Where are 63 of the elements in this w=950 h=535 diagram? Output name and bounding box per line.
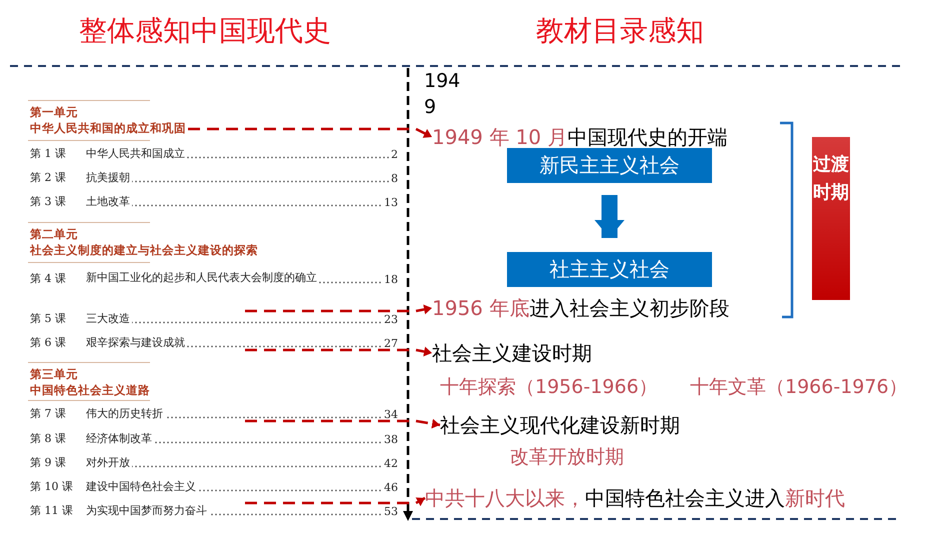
lesson-title: 抗美援朝 bbox=[86, 170, 389, 185]
stage-box: 新民主主义社会 bbox=[507, 148, 712, 183]
event-text: 中国特色社会主义进入 bbox=[585, 486, 785, 510]
page-number: 34 bbox=[384, 408, 398, 421]
page-number: 27 bbox=[384, 337, 398, 350]
lesson-number: 第 8 课 bbox=[30, 431, 67, 446]
lesson-title: 艰辛探索与建设成就 bbox=[86, 335, 382, 350]
page-number: 2 bbox=[391, 148, 398, 161]
page-number: 8 bbox=[391, 172, 398, 185]
period-text: 改革开放时期 bbox=[510, 445, 624, 470]
year-label: 1949 bbox=[424, 69, 462, 120]
date-text: 新时代 bbox=[785, 486, 845, 510]
lesson-number: 第 10 课 bbox=[30, 479, 74, 494]
arrow bbox=[245, 304, 432, 314]
event-text: 中国现代史的开端 bbox=[567, 125, 728, 149]
lesson-title: 建设中国特色社会主义 bbox=[86, 479, 382, 494]
arrow bbox=[245, 496, 426, 506]
lesson-number: 第 5 课 bbox=[30, 311, 67, 326]
unit-number: 第二单元 bbox=[30, 226, 78, 242]
lesson-number: 第 4 课 bbox=[30, 271, 67, 286]
lesson-title: 伟大的历史转折 bbox=[86, 406, 382, 421]
block-arrow bbox=[594, 195, 624, 238]
lesson-number: 第 3 课 bbox=[30, 194, 67, 209]
lesson-number: 第 1 课 bbox=[30, 146, 67, 161]
event-text: 进入社会主义初步阶段 bbox=[529, 296, 730, 320]
heading: 整体感知中国现代史 bbox=[78, 13, 332, 49]
arrow bbox=[245, 346, 432, 356]
lesson-number: 第 11 课 bbox=[30, 503, 74, 518]
lesson-title: 经济体制改革 bbox=[86, 431, 382, 446]
lesson-number: 第 2 课 bbox=[30, 170, 67, 185]
period-text: 十年文革（1966-1976） bbox=[690, 375, 908, 400]
lesson-title: 土地改革 bbox=[86, 194, 382, 209]
period-text: 十年探索（1956-1966） bbox=[440, 375, 658, 400]
page-number: 38 bbox=[384, 433, 398, 446]
unit-title: 中国特色社会主义道路 bbox=[30, 382, 150, 398]
page-number: 42 bbox=[384, 457, 398, 470]
lesson-number: 第 9 课 bbox=[30, 455, 67, 470]
arrow bbox=[188, 128, 433, 138]
heading: 教材目录感知 bbox=[535, 13, 705, 49]
period-text: 社会主义现代化建设新时期 bbox=[440, 410, 760, 440]
page-number: 18 bbox=[384, 273, 398, 286]
unit-title: 社会主义制度的建立与社会主义建设的探索 bbox=[30, 242, 258, 258]
lesson-number: 第 7 课 bbox=[30, 406, 67, 421]
stage-box: 社主主义社会 bbox=[507, 252, 712, 287]
lesson-title: 三大改造 bbox=[86, 311, 382, 326]
lesson-title: 新中国工业化的起步和人民代表大会制度的确立 bbox=[86, 270, 382, 286]
period-banner: 过渡时期 bbox=[812, 137, 850, 300]
date-text: 1956 年底 bbox=[432, 296, 530, 320]
unit-number: 第三单元 bbox=[30, 366, 78, 382]
lesson-title: 对外开放 bbox=[86, 455, 382, 470]
lesson-title: 中华人民共和国成立 bbox=[86, 146, 389, 161]
page-number: 13 bbox=[384, 196, 398, 209]
lesson-title: 为实现中国梦而努力奋斗 bbox=[86, 503, 382, 518]
unit-number: 第一单元 bbox=[30, 104, 78, 120]
period-text: 社会主义建设时期 bbox=[432, 338, 732, 368]
page-number: 53 bbox=[384, 505, 398, 518]
date-text: 中共十八大以来， bbox=[425, 486, 585, 510]
date-text: 1949 年 10 月 bbox=[432, 125, 568, 149]
page-number: 23 bbox=[384, 313, 398, 326]
page-number: 46 bbox=[384, 481, 398, 494]
arrow bbox=[245, 418, 440, 429]
unit-title: 中华人民共和国的成立和巩固 bbox=[30, 120, 186, 136]
lesson-number: 第 6 课 bbox=[30, 335, 67, 350]
